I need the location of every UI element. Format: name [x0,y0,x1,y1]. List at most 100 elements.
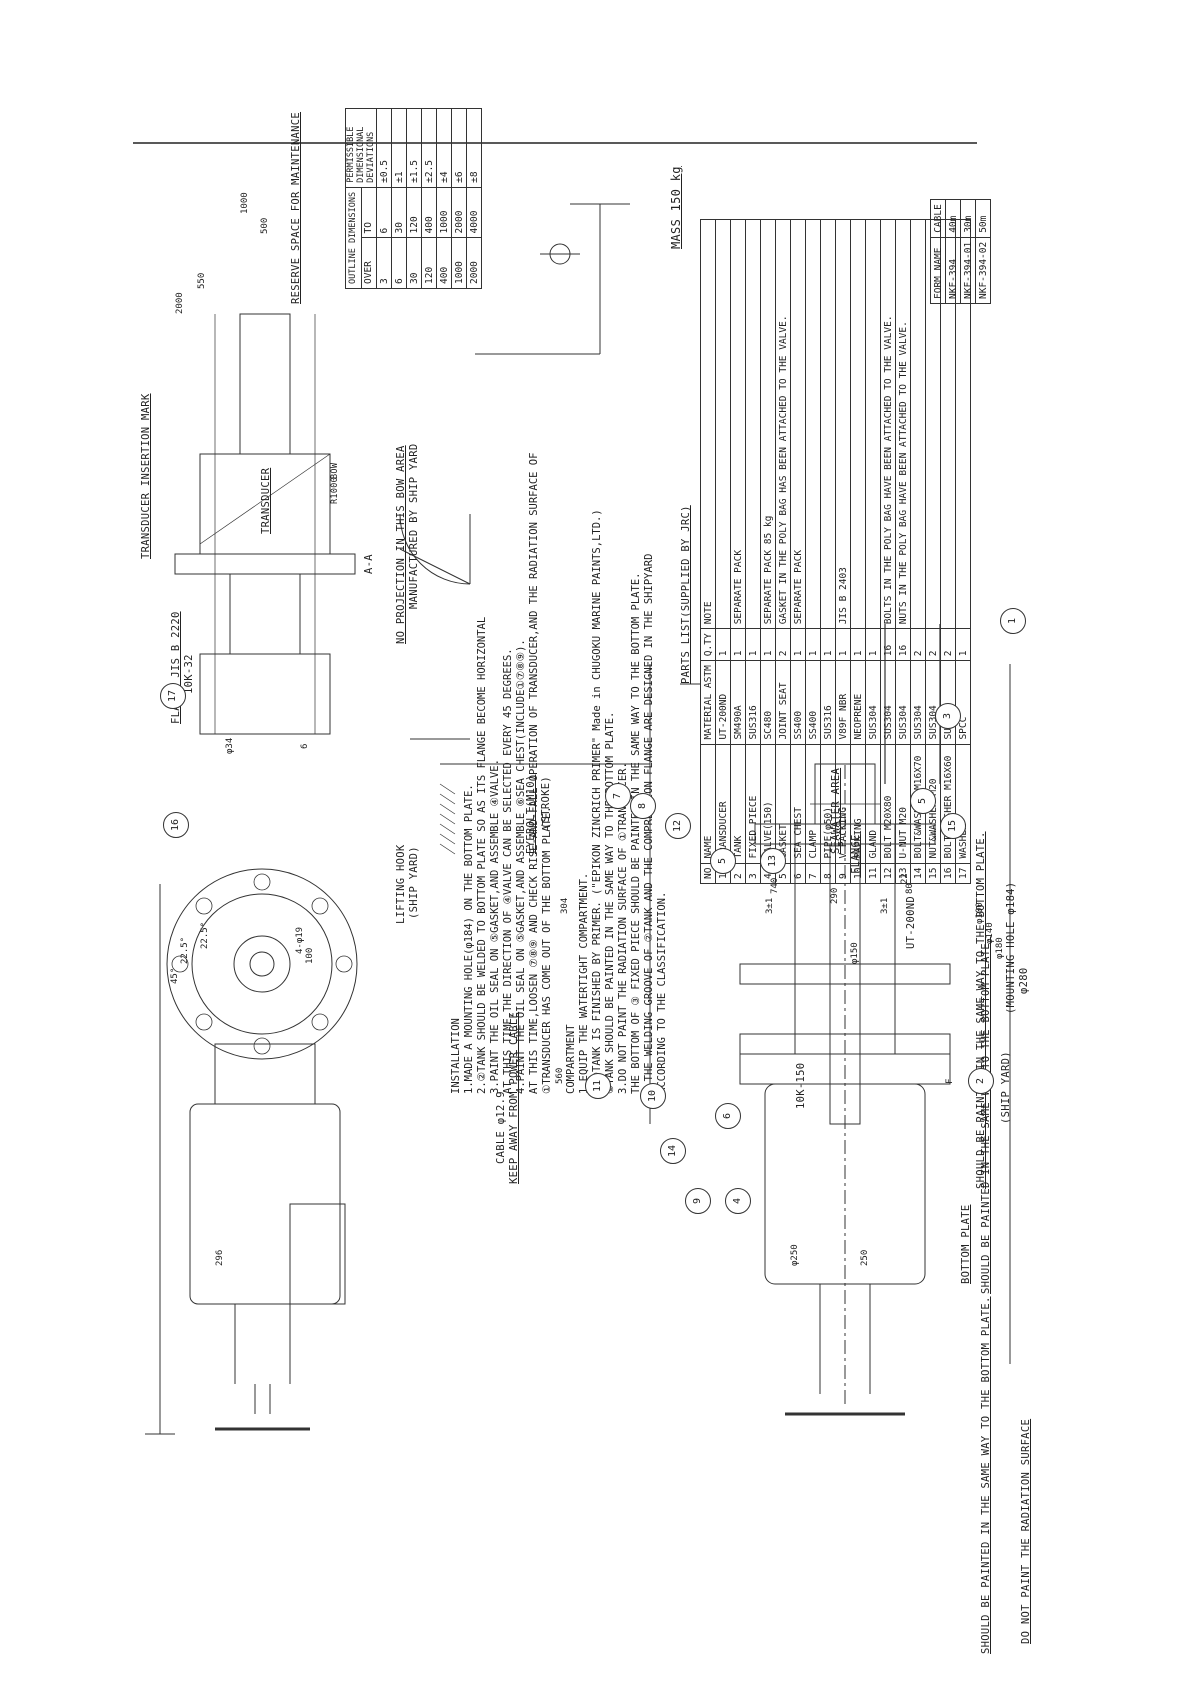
flange-label: FLANGE [850,834,862,874]
part-number-bubble: 6 [715,1103,741,1129]
tolerance-cell: ±8 [466,108,482,188]
dim-phi100: φ100 [975,902,985,924]
bow-label: BOW [330,462,340,479]
table-row: 14BOLT&WASHER M16X70SUS3042 [910,219,926,884]
parts-cell: SS400 [790,660,806,745]
installation-note-6: AT THIS TIME,LOOSEN ⑦⑧⑨ AND CHECK RISE-A… [528,452,540,1094]
tolerance-cell: 2000 [451,187,467,238]
no-projection-label: NO PROJECTION IN THIS BOW AREA [395,445,407,644]
dim-3-a: 3±1 [765,897,775,914]
form-header-cable: CABLE [930,199,946,238]
bottom-plate-label: BOTTOM PLATE [960,1204,972,1284]
tolerance-cell: 6 [391,237,407,289]
parts-cell: 2 [940,628,956,661]
ship-yard-label-2: (SHIP YARD) [1000,1051,1012,1124]
parts-cell: 1 [835,628,851,661]
should-be-painted-note-3: SHOULD BE PAINTED IN THE SAME WAY TO THE… [980,1296,992,1654]
parts-cell [715,219,731,629]
parts-cell: 8 [820,863,836,884]
part-number-bubble: 14 [660,1138,686,1164]
parts-cell: UT-200ND [715,660,731,745]
parts-cell: 1 [850,628,866,661]
parts-header-qty: Q.TY [700,628,716,661]
parts-cell: 2 [775,628,791,661]
tolerance-cell: 1000 [436,187,452,238]
parts-cell: 1 [745,628,761,661]
parts-cell: 17 [955,863,971,884]
dim-3-b: 3±1 [880,897,890,914]
parts-header-name: NAME [700,744,716,864]
dim-2000: 2000 [175,292,185,314]
lifting-hook-label: LIFTING HOOK [395,844,407,924]
parts-cell: 16 [880,628,896,661]
tolerance-cell: 400 [436,237,452,289]
parts-cell: 1 [820,628,836,661]
parts-cell: SEPARATE PACK [790,219,806,629]
parts-cell: SUS304 [865,660,881,745]
part-number-bubble: 13 [760,848,786,874]
dim-phi140: φ140 [985,922,995,944]
part-number-bubble: 8 [630,793,656,819]
parts-cell: 1 [790,628,806,661]
dim-angle-45: 45° [170,967,180,984]
parts-cell [910,219,926,629]
ut200nd-label: UT-200ND [905,896,917,949]
parts-cell: SEA CHEST [790,744,806,864]
do-not-paint-note: DO NOT PAINT THE RADIATION SURFACE [1020,1418,1032,1644]
seawater-area-label: SEAWATER AREA [830,767,842,854]
parts-cell: 1 [955,628,971,661]
installation-note-2: 2.②TANK SHOULD BE WELDED TO BOTTOM PLATE… [476,616,488,1094]
parts-cell [745,219,761,629]
hook-anchor-hatch [439,783,456,855]
valve-10k150-label: 10K-150 [795,1062,807,1109]
parts-cell: GASKET [775,744,791,864]
dim-550: 550 [197,272,207,289]
parts-cell: SPCC [955,660,971,745]
parts-list-title: PARTS LIST(SUPPLIED BY JRC) [680,505,692,684]
parts-cell: SS400 [805,660,821,745]
dim-290: 290 [830,887,840,904]
parts-cell: 15 [925,863,941,884]
installation-title: INSTALLATION [450,1018,462,1094]
parts-cell: 3 [745,863,761,884]
tolerance-cell: 30 [391,187,407,238]
tolerance-cell: 4000 [466,187,482,238]
parts-cell: 1 [805,628,821,661]
parts-cell: 9 [835,863,851,884]
should-be-painted-note-2: SHOULD BE PAINTED IN THE SAME WAY TO THE… [980,936,992,1294]
parts-cell: JOINT SEAT [775,660,791,745]
reserve-space-label: RESERVE SPACE FOR MAINTENANCE [290,111,302,304]
installation-note-7: ①TRANSDUCER HAS COME OUT OF THE BOTTOM P… [541,806,553,1094]
form-cell: 40m [945,199,961,238]
parts-cell: GASKET IN THE POLY BAG HAS BEEN ATTACHED… [775,219,791,629]
tolerance-cell: 400 [421,187,437,238]
compartment-note-1: 1.EQUIP THE WATERTIGHT COMPARTMENT. [578,872,590,1094]
dim-phi150: φ150 [850,942,860,964]
mass-label: MASS 150 kg [669,166,683,249]
parts-cell: NUTS IN THE POLY BAG HAVE BEEN ATTACHED … [895,219,911,629]
parts-cell [820,219,836,629]
part-number-bubble: 17 [160,683,186,709]
reserve-space-sketch [475,203,630,355]
parts-cell: SEPARATE PACK [730,219,746,629]
parts-cell: TANK [730,744,746,864]
part-number-bubble: 11 [585,1073,611,1099]
parts-cell [805,219,821,629]
tolerance-cell: 6 [376,187,392,238]
keep-away-label: KEEP AWAY FROM POWER CABLE [508,1011,520,1184]
parts-cell [850,219,866,629]
